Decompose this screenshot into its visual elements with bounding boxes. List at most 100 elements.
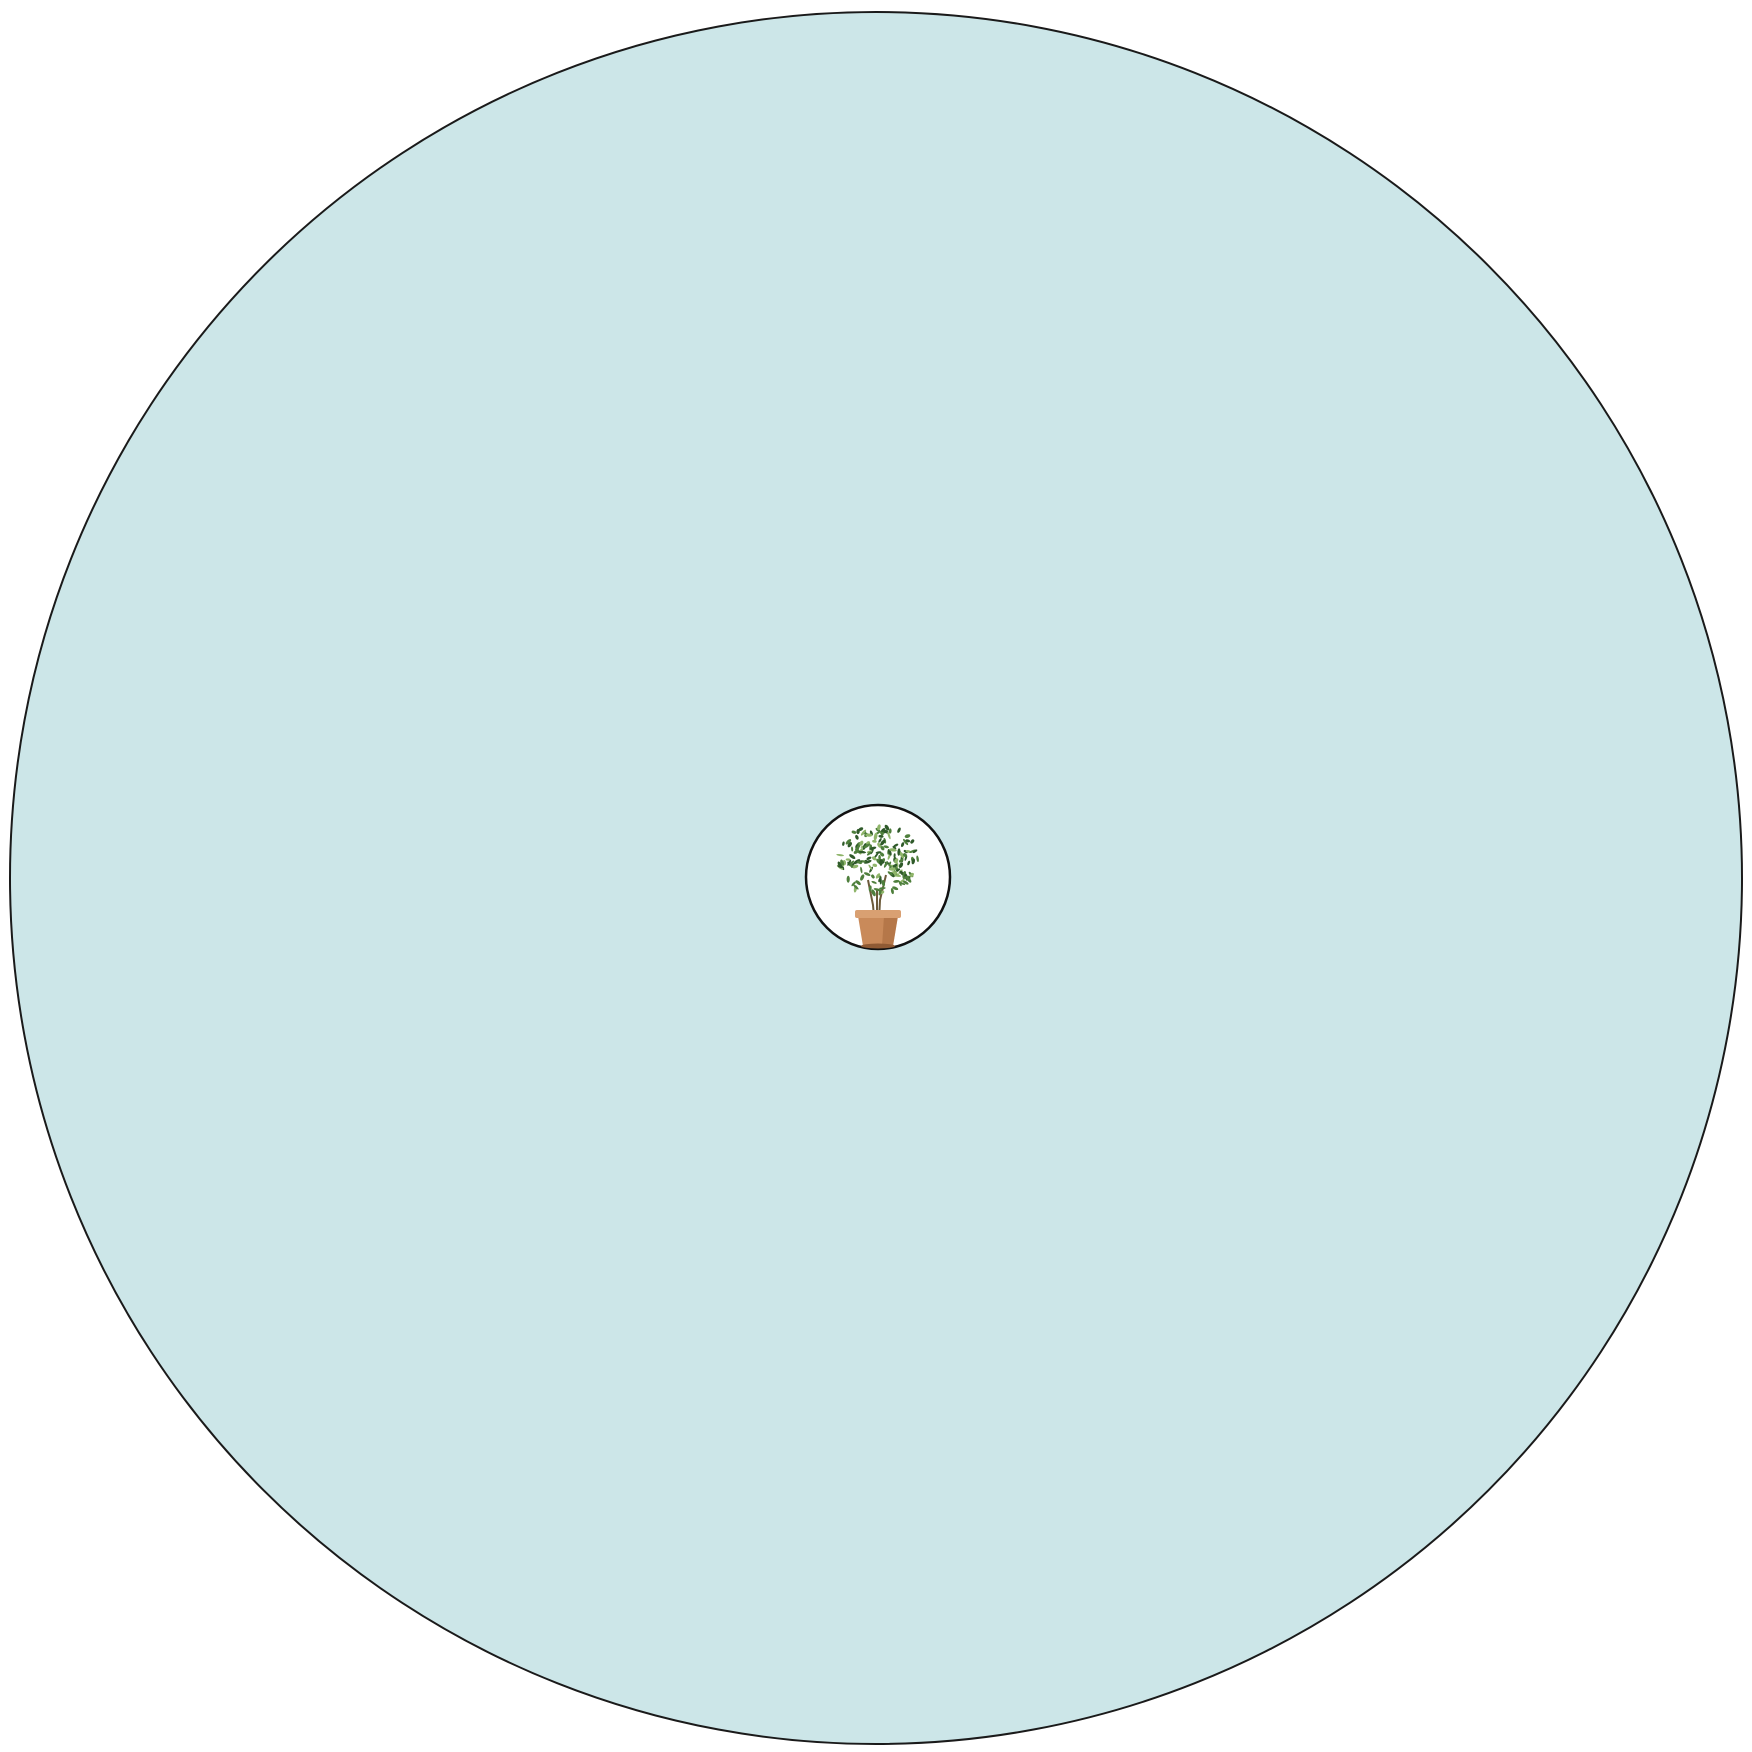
plant-leaf <box>899 852 905 859</box>
plant-leaf <box>857 861 862 864</box>
plant-leaf <box>892 886 899 891</box>
plant-leaf <box>836 853 844 857</box>
plant-leaf <box>896 868 901 872</box>
plant-leaf <box>887 871 893 876</box>
plant-leaf <box>873 888 882 892</box>
plant-leaf <box>872 863 878 867</box>
plant-leaf <box>872 839 877 843</box>
plant-leaf <box>888 861 892 867</box>
plant-leaf <box>871 889 876 897</box>
plant-leaf <box>878 876 882 883</box>
plant-leaf <box>887 831 891 840</box>
plant-leaf <box>864 860 872 864</box>
plant-leaf <box>868 864 873 870</box>
plant-leaf <box>884 824 890 831</box>
plant-leaf <box>860 874 865 881</box>
plant-leaf <box>898 862 904 868</box>
plant-leaf <box>869 846 877 850</box>
plant-leaf <box>910 839 915 844</box>
plant-leaf <box>894 858 899 864</box>
plant-leaf <box>871 880 877 884</box>
plant-leaf <box>907 860 911 866</box>
plant-leaf <box>890 888 894 895</box>
plant-leaf <box>897 848 901 856</box>
plant-leaf <box>880 852 885 857</box>
plant-leaf <box>875 851 882 854</box>
plant-leaf <box>893 879 900 883</box>
plant-leaf <box>860 829 867 836</box>
plant-leaf <box>902 880 909 885</box>
plant-foliage <box>836 824 919 897</box>
plant-leaf <box>887 848 892 856</box>
plant-leaf <box>905 839 911 843</box>
plant-leaf <box>851 830 857 834</box>
plant-leaf <box>855 844 860 852</box>
plant-leaf <box>893 843 899 847</box>
plant-leaf <box>880 846 885 851</box>
plant-leaf <box>863 843 871 849</box>
plant-leaf <box>898 880 902 887</box>
plant-leaf <box>912 849 918 854</box>
plant-leaf <box>878 838 882 843</box>
plant-leaf <box>888 867 896 871</box>
plant-leaf <box>906 876 912 883</box>
plant-leaf <box>881 828 886 832</box>
plant-leaf <box>904 834 911 839</box>
plant-leaf <box>893 853 896 858</box>
plant-leaf <box>900 842 905 848</box>
plant-leaf <box>880 839 886 846</box>
plant-leaf <box>875 873 881 879</box>
plant-leaf <box>878 834 884 838</box>
plant-leaf <box>858 850 867 854</box>
plant-leaf <box>851 846 854 852</box>
plant-leaf <box>858 827 864 831</box>
plant-leaf <box>883 861 888 868</box>
plant-leaf <box>842 841 845 846</box>
plant-leaf <box>837 865 845 869</box>
plant-leaf <box>869 866 874 873</box>
plant-leaf <box>881 879 886 887</box>
plant-leaf <box>883 845 889 849</box>
plant-leaf <box>903 853 907 858</box>
plant-leaf <box>879 859 885 864</box>
plant-leaf <box>845 839 852 845</box>
plant-leaf <box>849 860 855 865</box>
plant-leaf <box>871 874 875 879</box>
plant-leaf <box>916 855 919 863</box>
plant-leaf <box>873 832 878 841</box>
plant-leaf <box>911 858 916 865</box>
plant-leaf <box>909 872 914 878</box>
plant-leaf <box>847 859 852 866</box>
plant-leaf <box>866 856 872 861</box>
plant-leaf <box>903 838 909 846</box>
plant-leaf <box>845 858 851 861</box>
plant-leaf <box>855 880 861 886</box>
plant-leaf <box>851 881 856 887</box>
plant-leaf <box>866 851 872 856</box>
plant-leaf <box>877 842 882 848</box>
plant-pot <box>855 910 901 949</box>
center-badge <box>804 803 952 951</box>
plant-leaf <box>840 859 845 866</box>
plant-leaf <box>871 856 877 861</box>
plant-leaf <box>863 872 871 876</box>
plant-leaf <box>889 848 897 852</box>
plant-leaf <box>860 866 863 874</box>
potted-plant-icon <box>836 824 919 949</box>
plant-leaf <box>853 859 861 865</box>
plant-leaf <box>880 830 884 836</box>
plant-leaf <box>846 875 850 883</box>
plant-leaf <box>855 834 859 840</box>
plant-leaf <box>897 827 901 833</box>
plant-leaf <box>892 846 897 850</box>
plant-leaf <box>849 854 856 860</box>
plant-leaf <box>888 828 892 834</box>
plant-leaf <box>865 833 873 837</box>
plant-leaf <box>877 824 881 831</box>
plant-leaf <box>853 884 859 890</box>
plant-leaf <box>898 858 904 863</box>
plant-leaf <box>892 863 898 868</box>
plant-leaf <box>859 840 864 846</box>
